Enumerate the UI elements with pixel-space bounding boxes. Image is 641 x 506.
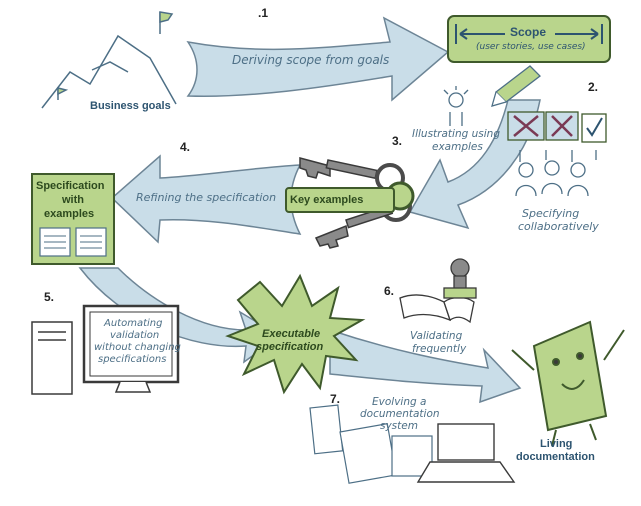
step-5-label-1: Automating — [104, 318, 163, 329]
step-3-number: 3. — [392, 134, 403, 148]
arrow-evolving — [329, 328, 522, 404]
step-7-label-1: Evolving a — [372, 396, 427, 408]
step-5-number: 5. — [44, 290, 55, 304]
step-5-label-4: specifications — [98, 354, 167, 365]
step-1-number: .1 — [258, 6, 269, 20]
step-4-label: Refining the specification — [136, 191, 277, 204]
step-6-label-2: frequently — [412, 343, 467, 355]
step-6-number: 6. — [384, 284, 395, 298]
voting-cards — [507, 111, 607, 143]
arrow-deriving-scope — [186, 16, 450, 102]
step-1-label: Deriving scope from goals — [232, 53, 390, 67]
lightbulb-icon — [443, 86, 469, 126]
stamp-icon — [399, 258, 477, 324]
step-5-label-2: validation — [110, 330, 160, 341]
step-2-label-1: Specifying — [522, 207, 580, 220]
key-examples-tag — [285, 187, 395, 213]
step-7-label-2: documentation — [360, 408, 440, 420]
specification-line-2: with — [62, 194, 84, 206]
scope-box — [447, 15, 611, 63]
step-4-number: 4. — [180, 140, 191, 154]
specification-line-1: Specification — [36, 180, 105, 192]
key-examples-label: Key examples — [290, 194, 364, 206]
step-3-label-1: Illustrating using — [412, 128, 500, 140]
living-doc-line-1: Living — [540, 438, 573, 450]
scope-title: Scope — [510, 25, 547, 39]
executable-line-1: Executable — [262, 328, 321, 340]
laptop-icon — [416, 423, 516, 483]
mountain-flag-icon — [41, 11, 177, 109]
step-7-number: 7. — [330, 392, 341, 406]
executable-line-2: specification — [256, 341, 324, 353]
step-3-label-2: examples — [432, 141, 483, 153]
scope-arrows — [455, 24, 603, 44]
step-2-label-2: collaboratively — [518, 220, 599, 233]
business-goals-label: Business goals — [90, 100, 171, 112]
people-icon — [515, 150, 597, 197]
pencil-icon — [491, 65, 541, 107]
document-mascot-icon — [511, 320, 625, 447]
step-6-label-1: Validating — [410, 330, 463, 342]
step-7-label-3: system — [380, 420, 418, 432]
executable-star — [225, 273, 366, 395]
specification-line-3: examples — [44, 208, 95, 220]
scope-subtitle: (user stories, use cases) — [476, 42, 586, 52]
step-2-number: 2. — [588, 80, 599, 94]
step-5-label-3: without changing — [94, 342, 181, 353]
computer-icon — [31, 304, 180, 395]
living-doc-line-2: documentation — [516, 451, 595, 463]
